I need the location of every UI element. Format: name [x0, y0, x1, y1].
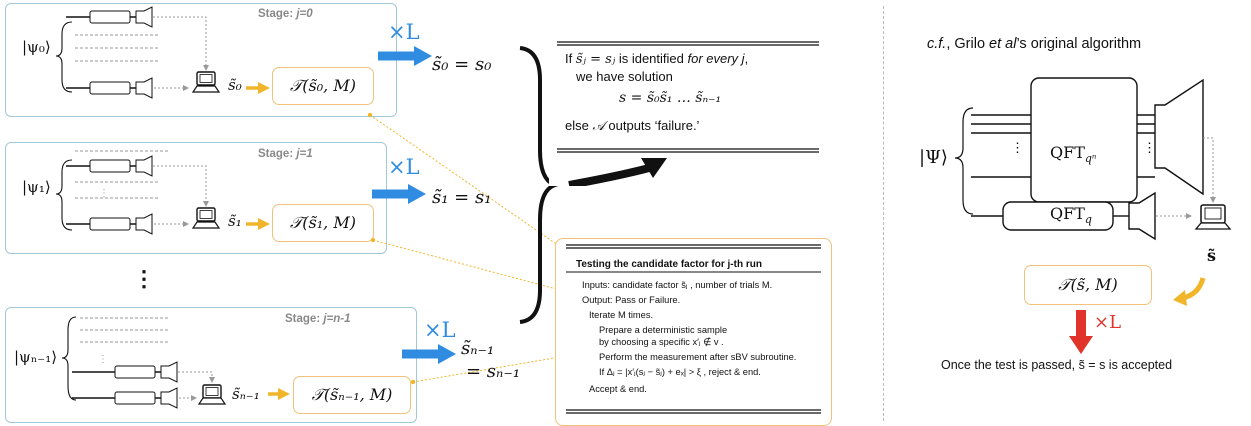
svg-text:⋮: ⋮ — [98, 354, 108, 365]
stage-n1-equality-a: s̃ₙ₋₁ — [461, 338, 495, 359]
svg-text:⋮: ⋮ — [1011, 140, 1024, 155]
stage-n1-s-tilde: s̃ₙ₋₁ — [232, 385, 260, 403]
stage-0-test-box: 𝒯(s̃₀, M) — [272, 67, 374, 105]
test-output: Output: Pass or Failure. — [582, 295, 681, 305]
stage-n1-times-L: ×L — [424, 318, 456, 342]
test-procedure-box: Testing the candidate factor for j-th ru… — [555, 238, 832, 426]
stage-1-circuit: ⋮ — [55, 150, 270, 235]
stage-0-times-L: ×L — [388, 20, 420, 44]
grilo-bottom-text: Once the test is passed, s̃ = s is accep… — [941, 358, 1173, 372]
stage-1-test-box: 𝒯(s̃₁, M) — [272, 204, 374, 242]
solution-line-3: s = s̃₀s̃₁ … s̃ₙ₋₁ — [619, 90, 722, 106]
stage-n1-equality-b: = sₙ₋₁ — [466, 361, 521, 382]
test-perform: Perform the measurement after sBV subrou… — [599, 352, 797, 362]
stages-circuit-svg: ⋮ ⋮ — [55, 6, 560, 409]
solution-line-4: else 𝒜 outputs ‘failure.’ — [565, 118, 700, 134]
grilo-times-L: ×L — [1094, 312, 1122, 333]
grilo-test-box: 𝒯(s̃, M) — [1024, 265, 1152, 305]
grilo-title: c.f., Grilo et al’s original algorithm — [927, 36, 1142, 52]
solution-box-lines — [557, 41, 819, 186]
stage-n1-circuit: ⋮ — [61, 316, 290, 409]
stage-0-ket: |ψ₀⟩ — [22, 38, 51, 56]
test-prepare-2: by choosing a specific x′ⱼ ∉ v . — [599, 337, 724, 347]
stage-1-times-L: ×L — [388, 155, 420, 179]
test-accept: Accept & end. — [589, 384, 647, 394]
stage-0-s-tilde: s̃₀ — [228, 76, 242, 94]
solution-box: If s̃ⱼ = sⱼ is identified for every j, w… — [549, 40, 827, 186]
stage-n1-ket: |ψₙ₋₁⟩ — [14, 348, 58, 366]
section-divider — [883, 6, 884, 421]
solution-line-2: we have solution — [576, 69, 673, 84]
test-box-lines — [566, 244, 821, 414]
grilo-circuit-svg: ⋮ ⋮ — [954, 77, 1232, 354]
grilo-qft-large: QFTqⁿ — [1050, 143, 1097, 166]
stage-n1-test-box: 𝒯(s̃ₙ₋₁, M) — [293, 376, 411, 414]
stage-1-s-tilde: s̃₁ — [228, 212, 242, 230]
grilo-s-tilde: s̃ — [1207, 246, 1217, 265]
test-inputs: Inputs: candidate factor s̃ⱼ , number of… — [582, 280, 773, 290]
stage-1-ket: |ψ₁⟩ — [22, 178, 51, 196]
stage-0-label: Stage: j=0 — [258, 8, 313, 20]
test-prepare-1: Prepare a deterministic sample — [599, 325, 728, 335]
svg-text:⋮: ⋮ — [1143, 140, 1156, 155]
test-iterate: Iterate M times. — [589, 310, 654, 320]
stage-n1-label: Stage: j=n-1 — [285, 313, 351, 325]
test-if-condition: If Δⱼ = |x′ⱼ(sⱼ − s̃ⱼ) + eₓ| > ξ , rejec… — [599, 367, 761, 377]
test-title: Testing the candidate factor for j-th ru… — [576, 259, 762, 270]
stage-0-equality: s̃₀ = s₀ — [432, 54, 492, 75]
stage-1-equality: s̃₁ = s₁ — [432, 187, 492, 208]
solution-line-1: If s̃ⱼ = sⱼ is identified for every j, — [565, 51, 749, 67]
grilo-qft-small: QFTq — [1050, 204, 1092, 227]
svg-text:⋮: ⋮ — [99, 188, 109, 199]
stages-vdots: ⋮ — [133, 266, 155, 291]
grilo-ket: |Ψ⟩ — [919, 147, 948, 168]
stage-1-label: Stage: j=1 — [258, 148, 313, 160]
stage-0-circuit — [55, 6, 270, 99]
